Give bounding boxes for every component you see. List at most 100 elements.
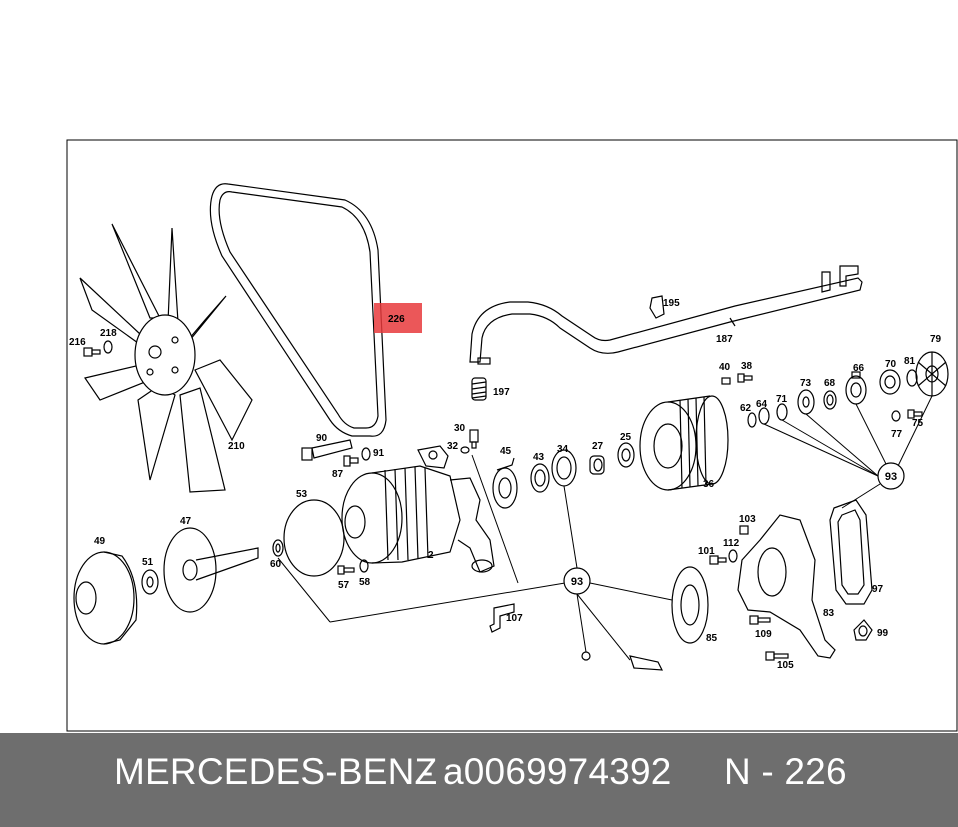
impeller-79-drawing	[915, 351, 949, 397]
callout-66[interactable]: 66	[853, 363, 865, 374]
o-ring-53-drawing	[283, 499, 345, 577]
bolt-40-drawing	[721, 377, 731, 385]
bearing-34-drawing	[551, 449, 577, 487]
callout-97[interactable]: 97	[872, 584, 884, 595]
callout-36[interactable]: 36	[703, 479, 715, 490]
seal-60-drawing	[272, 539, 284, 557]
callout-99[interactable]: 99	[877, 628, 889, 639]
callout-62[interactable]: 62	[740, 403, 752, 414]
seal-51-drawing	[141, 569, 159, 595]
callout-45[interactable]: 45	[500, 446, 512, 457]
seal-62-drawing	[747, 412, 757, 428]
bolt-90-drawing	[301, 439, 353, 461]
callout-30[interactable]: 30	[454, 423, 466, 434]
washer-218-drawing	[103, 340, 113, 354]
callout-34[interactable]: 34	[557, 444, 569, 455]
callout-79[interactable]: 79	[930, 334, 942, 345]
callout-68[interactable]: 68	[824, 378, 836, 389]
belt-226-drawing	[209, 183, 387, 437]
sensor-30-drawing	[469, 429, 479, 449]
callout-112[interactable]: 112	[723, 538, 740, 549]
seal-77-drawing	[891, 410, 901, 422]
callout-187[interactable]: 187	[716, 334, 733, 345]
spacer-70-drawing	[879, 369, 901, 395]
callout-53[interactable]: 53	[296, 489, 308, 500]
callout-70[interactable]: 70	[885, 359, 897, 370]
callout-60[interactable]: 60	[270, 559, 282, 570]
callout-47[interactable]: 47	[180, 516, 192, 527]
callout-226-highlight	[374, 303, 422, 333]
callout-195[interactable]: 195	[663, 298, 680, 309]
bolt-38-drawing	[737, 373, 753, 383]
footer-bar: MERCEDES-BENZ - a0069974392 N - 226	[0, 733, 958, 827]
bolt-216-drawing	[83, 347, 101, 357]
callout-57[interactable]: 57	[338, 580, 350, 591]
callout-85[interactable]: 85	[706, 633, 718, 644]
callout-83[interactable]: 83	[823, 608, 835, 619]
callout-101[interactable]: 101	[698, 546, 715, 557]
group-marker-93a-circle	[563, 567, 591, 595]
callout-51[interactable]: 51	[142, 557, 154, 568]
diagram-frame	[66, 139, 958, 732]
parts-diagram: 93 93 216 218 210 226 195 187 197 90 91 …	[66, 139, 958, 732]
water-pump-drawing	[341, 445, 495, 573]
bolt-87-drawing	[343, 455, 359, 467]
gasket-99-drawing	[853, 619, 873, 641]
pipe-187-drawing	[469, 265, 863, 365]
bearing-25-drawing	[617, 442, 635, 468]
callout-58[interactable]: 58	[359, 577, 371, 588]
footer-brand: MERCEDES-BENZ	[114, 751, 438, 792]
callout-71[interactable]: 71	[776, 394, 788, 405]
callout-103[interactable]: 103	[739, 514, 756, 525]
seal-81-drawing	[906, 369, 918, 387]
bolt-75-drawing	[907, 409, 923, 419]
ring-small-drawing	[581, 651, 591, 661]
bolt-101-drawing	[709, 555, 727, 565]
snap-ring-43-drawing	[530, 463, 550, 493]
fan-drawing	[79, 223, 253, 493]
group-marker-93a[interactable]: 93	[571, 576, 583, 588]
callout-105[interactable]: 105	[777, 660, 794, 671]
callout-64[interactable]: 64	[756, 399, 768, 410]
flange-47-drawing	[163, 527, 259, 613]
callout-197[interactable]: 197	[493, 387, 510, 398]
callout-87[interactable]: 87	[332, 469, 344, 480]
washer-112-drawing	[728, 549, 738, 563]
callout-75[interactable]: 75	[912, 418, 924, 429]
callout-25[interactable]: 25	[620, 432, 632, 443]
callout-27[interactable]: 27	[592, 441, 604, 452]
bolt-57-drawing	[337, 565, 355, 575]
callout-38[interactable]: 38	[741, 361, 753, 372]
hub-49-drawing	[73, 551, 138, 645]
pulley-36-drawing	[639, 395, 729, 491]
leader-lines	[277, 395, 933, 661]
callout-91[interactable]: 91	[373, 448, 385, 459]
callout-90[interactable]: 90	[316, 433, 328, 444]
callout-43[interactable]: 43	[533, 452, 545, 463]
callout-40[interactable]: 40	[719, 362, 731, 373]
gasket-97-drawing	[829, 499, 873, 605]
bolt-109-drawing	[749, 615, 771, 625]
callout-107[interactable]: 107	[506, 613, 523, 624]
bolt-103-drawing	[739, 525, 749, 535]
callout-216[interactable]: 216	[69, 337, 86, 348]
callout-109[interactable]: 109	[755, 629, 772, 640]
callout-32[interactable]: 32	[447, 441, 459, 452]
footer-separator: -	[421, 751, 434, 792]
callout-226[interactable]: 226	[388, 314, 405, 325]
callout-81[interactable]: 81	[904, 356, 916, 367]
footer-part-number: a0069974392	[443, 751, 672, 792]
bearing-66-drawing	[845, 371, 867, 405]
callout-210[interactable]: 210	[228, 441, 245, 452]
gasket-85-drawing	[671, 566, 709, 644]
group-marker-93b[interactable]: 93	[885, 471, 897, 483]
callout-77[interactable]: 77	[891, 429, 903, 440]
hose-197-drawing	[471, 377, 487, 401]
callout-2[interactable]: 2	[428, 550, 434, 561]
callout-73[interactable]: 73	[800, 378, 812, 389]
callout-218[interactable]: 218	[100, 328, 117, 339]
callout-49[interactable]: 49	[94, 536, 106, 547]
washer-91-drawing	[361, 447, 371, 461]
seal-45-drawing	[492, 457, 518, 509]
footer-position: N - 226	[724, 751, 847, 792]
